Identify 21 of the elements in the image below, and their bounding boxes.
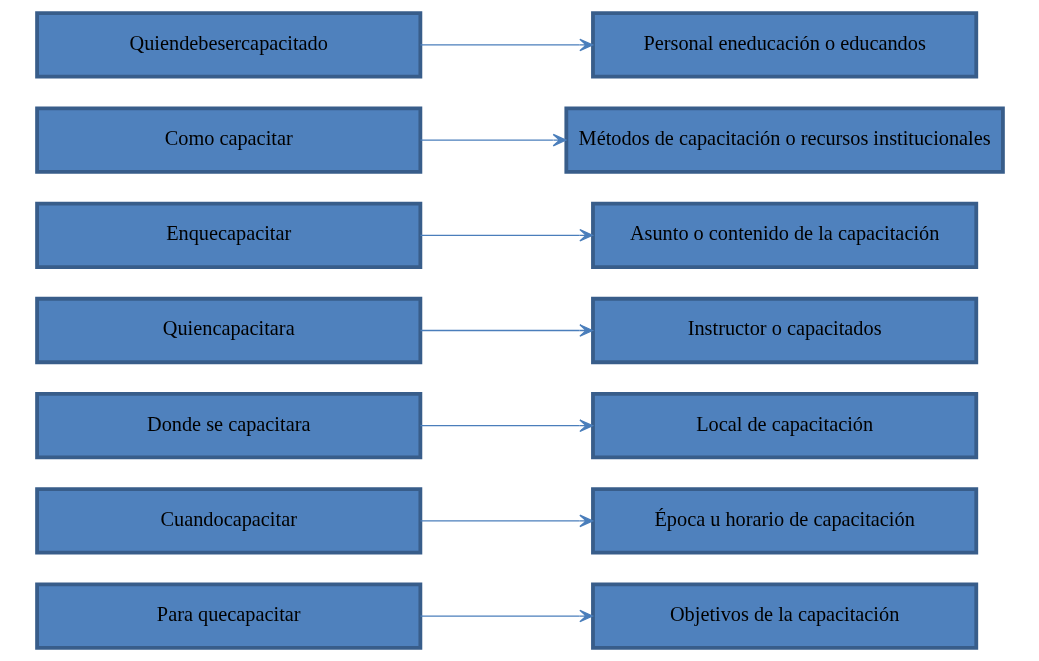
node-box: Época u horario de capacitación: [590, 487, 978, 555]
node-box: Instructor o capacitados: [590, 296, 978, 365]
node-box: Quiencapacitara: [34, 296, 422, 365]
arrow: [419, 38, 593, 52]
node-box: Cuandocapacitar: [34, 487, 422, 555]
node-box: Quiendebesercapacitado: [34, 11, 422, 79]
node-box: Para quecapacitar: [34, 582, 422, 650]
arrow: [419, 324, 593, 337]
arrow: [419, 514, 593, 528]
arrow: [419, 228, 593, 242]
node-box: Como capacitar: [34, 106, 422, 174]
arrow: [419, 419, 593, 433]
node-box: Personal eneducación o educandos: [590, 11, 978, 79]
node-box: Objetivos de la capacitación: [590, 582, 978, 650]
arrow: [419, 609, 593, 623]
arrow: [419, 133, 567, 147]
node-box: Local de capacitación: [590, 392, 978, 460]
node-box: Enquecapacitar: [34, 201, 422, 269]
node-box: Asunto o contenido de la capacitación: [590, 201, 978, 269]
node-box: Donde se capacitara: [34, 392, 422, 460]
node-box: Métodos de capacitación o recursos institucionales: [563, 106, 1005, 174]
